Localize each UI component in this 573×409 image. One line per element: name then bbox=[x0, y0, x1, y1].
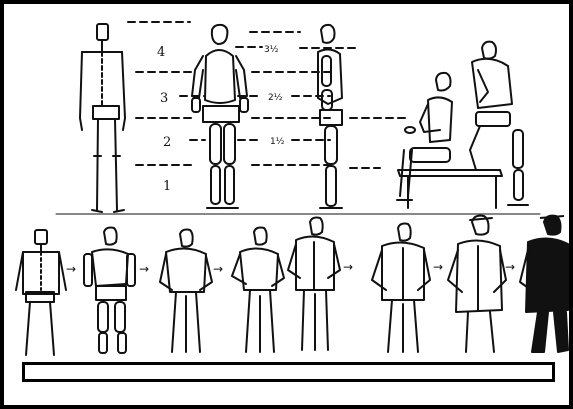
illustration-page: 4 3 2 1 3½ 2½ 1½ bbox=[0, 0, 573, 409]
page-border bbox=[0, 0, 573, 409]
